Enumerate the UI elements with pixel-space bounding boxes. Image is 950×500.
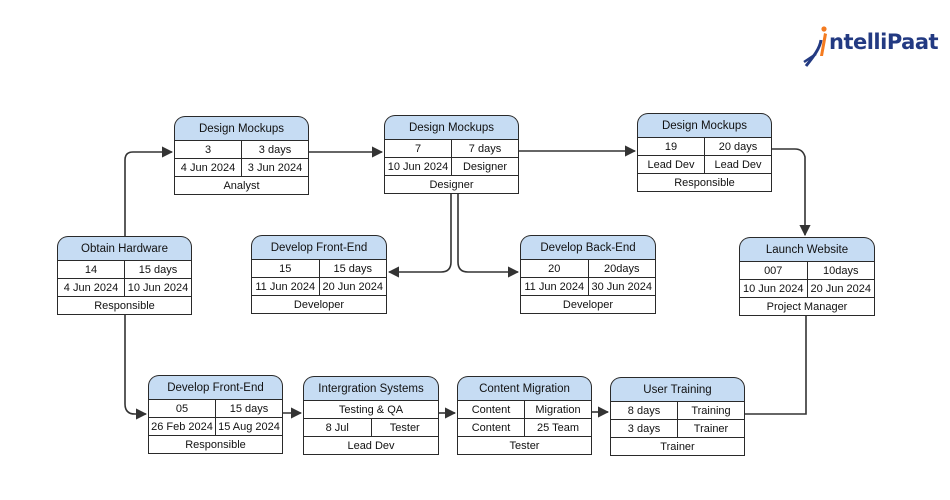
node-design-mockups-responsible: Design Mockups 19 20 days Lead Dev Lead De… bbox=[637, 113, 772, 192]
node-title: Design Mockups bbox=[384, 115, 519, 139]
node-cell: 8 days bbox=[627, 404, 661, 417]
intellipaat-logo bbox=[803, 26, 827, 67]
node-title: User Training bbox=[610, 377, 745, 401]
node-cell: 10 Jun 2024 bbox=[742, 282, 804, 295]
link-mockups-to-launch bbox=[772, 148, 811, 237]
node-cell: 14 bbox=[84, 263, 98, 276]
node-cell: 20 Jun 2024 bbox=[318, 278, 387, 295]
node-cell: 15 Aug 2024 bbox=[215, 418, 282, 435]
node-design-mockups-analyst: Design Mockups 3 3 days 4 Jun 2024 3 Jun 2… bbox=[174, 116, 309, 195]
node-cell: Training bbox=[677, 402, 744, 419]
node-owner: Tester bbox=[509, 439, 540, 452]
node-title: Develop Front-End bbox=[251, 235, 387, 259]
node-title: Design Mockups bbox=[637, 113, 772, 137]
node-cell: 4 Jun 2024 bbox=[63, 281, 119, 294]
node-cell: Lead Dev bbox=[704, 156, 771, 173]
node-cell: Content bbox=[471, 421, 511, 434]
node-owner: Analyst bbox=[223, 179, 260, 192]
link-hardware-to-mockups bbox=[124, 146, 174, 236]
node-title: Design Mockups bbox=[174, 116, 309, 140]
node-cell: Migration bbox=[524, 401, 591, 418]
node-owner: Developer bbox=[562, 298, 614, 311]
node-cell: 007 bbox=[764, 264, 783, 277]
node-cell: 3 bbox=[204, 143, 212, 156]
node-body: 19 20 days Lead Dev Lead Dev Responsible bbox=[637, 137, 772, 192]
node-cell: 30 Jun 2024 bbox=[587, 278, 656, 295]
link-hardware-to-frontend bbox=[124, 309, 148, 420]
node-owner: Responsible bbox=[185, 438, 246, 451]
node-cell: 11 Jun 2024 bbox=[255, 280, 316, 293]
node-owner: Lead Dev bbox=[347, 439, 395, 452]
node-owner: Responsible bbox=[674, 176, 735, 189]
node-cell: Testing & QA bbox=[338, 403, 404, 416]
node-cell: 20 bbox=[548, 262, 561, 275]
link-designer-to-backend bbox=[457, 188, 520, 278]
node-cell: 8 Jul bbox=[325, 421, 349, 434]
node-body: Testing & QA 8 Jul Tester Lead Dev bbox=[303, 400, 439, 455]
node-content-migration: Content Migration Content Migration Conte… bbox=[457, 376, 592, 455]
node-cell: Designer bbox=[451, 158, 518, 175]
node-title: Develop Back-End bbox=[520, 235, 656, 259]
node-cell: 15 days bbox=[215, 400, 282, 417]
node-cell: 20 Jun 2024 bbox=[806, 280, 875, 297]
node-cell: 10 Jun 2024 bbox=[124, 279, 191, 296]
node-cell: 7 days bbox=[451, 140, 518, 157]
node-cell: 15 days bbox=[318, 260, 387, 277]
node-cell: 7 bbox=[414, 142, 422, 155]
node-body: 3 3 days 4 Jun 2024 3 Jun 2024 Analyst bbox=[174, 140, 309, 195]
node-body: 14 15 days 4 Jun 2024 10 Jun 2024 Responsi… bbox=[57, 260, 192, 315]
node-body: Content Migration Content 25 Team Tester bbox=[457, 400, 592, 455]
logo-wordmark: ntelliPaat bbox=[829, 30, 939, 54]
node-cell: Lead Dev bbox=[647, 158, 695, 171]
node-cell: Tester bbox=[370, 419, 439, 436]
node-owner: Responsible bbox=[94, 299, 155, 312]
node-owner: Designer bbox=[429, 178, 474, 191]
node-cell: 15 bbox=[279, 262, 292, 275]
node-cell: 05 bbox=[175, 402, 189, 415]
node-cell: Content bbox=[471, 403, 511, 416]
node-cell: 20days bbox=[587, 260, 656, 277]
node-title: Develop Front-End bbox=[148, 375, 283, 399]
node-cell: 4 Jun 2024 bbox=[180, 161, 236, 174]
node-cell: 11 Jun 2024 bbox=[524, 280, 585, 293]
node-owner: Trainer bbox=[660, 440, 695, 453]
node-title: Launch Website bbox=[739, 237, 875, 261]
node-cell: 3 days bbox=[627, 422, 661, 435]
node-cell: 3 days bbox=[241, 141, 308, 158]
node-cell: 10 Jun 2024 bbox=[387, 160, 449, 173]
node-title: Content Migration bbox=[457, 376, 592, 400]
node-title: Obtain Hardware bbox=[57, 236, 192, 260]
node-cell: 3 Jun 2024 bbox=[241, 159, 308, 176]
node-cell: Trainer bbox=[677, 420, 744, 437]
node-cell: 19 bbox=[664, 140, 678, 153]
node-cell: 20 days bbox=[704, 138, 771, 155]
node-cell: 10days bbox=[806, 262, 875, 279]
node-owner: Developer bbox=[293, 298, 345, 311]
node-cell: 26 Feb 2024 bbox=[151, 420, 213, 433]
node-cell: 15 days bbox=[124, 261, 191, 278]
node-cell: 25 Team bbox=[524, 419, 591, 436]
node-owner: Project Manager bbox=[766, 300, 848, 313]
link-designer-to-frontend bbox=[387, 188, 452, 278]
link-training-to-launch bbox=[745, 310, 807, 415]
node-title: Intergration Systems bbox=[303, 376, 439, 400]
node-obtain-hardware: Obtain Hardware 14 15 days 4 Jun 2024 10 J… bbox=[57, 236, 192, 315]
